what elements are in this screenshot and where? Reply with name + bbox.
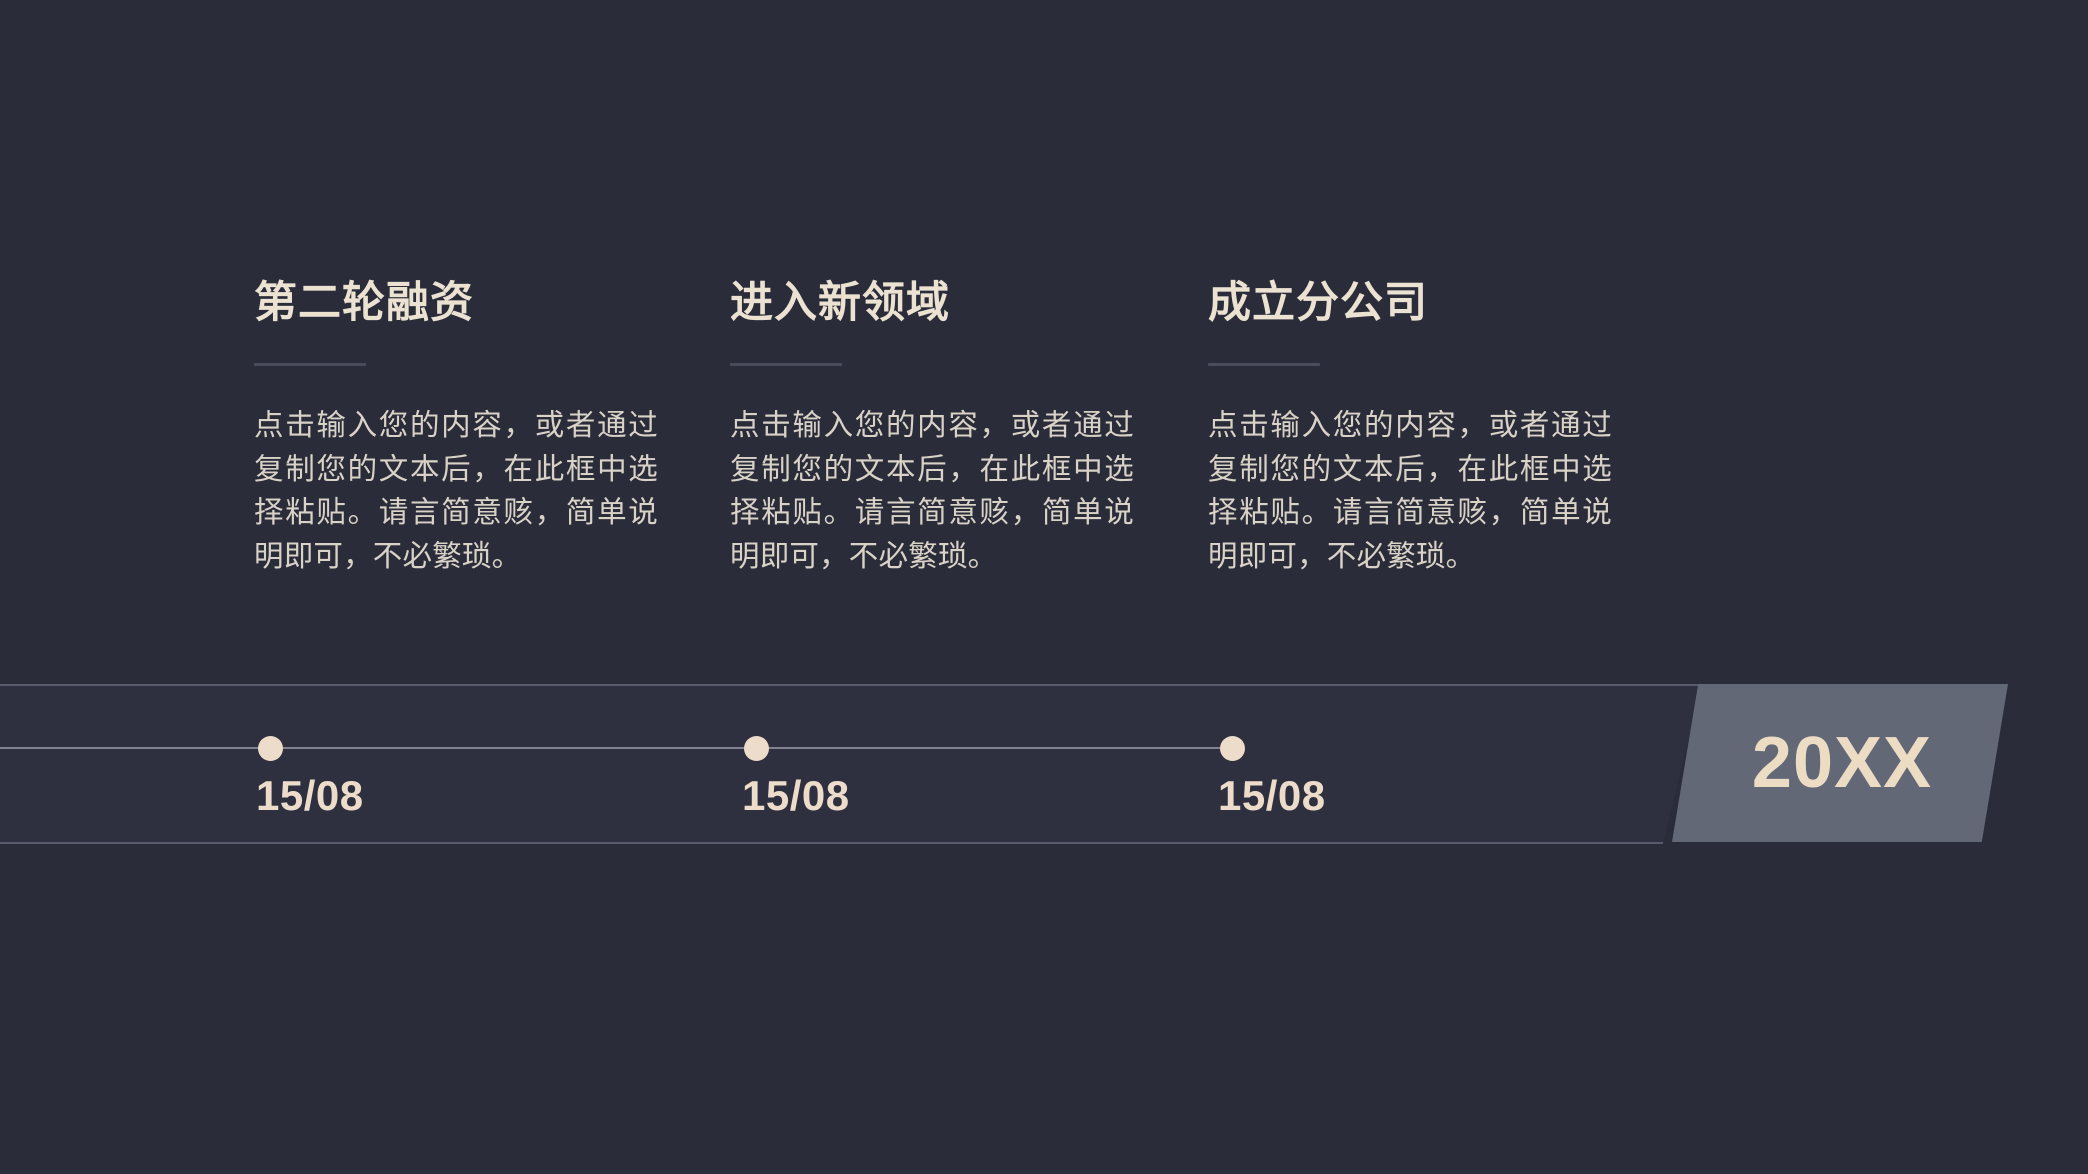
column-title-1: 第二轮融资 [254, 279, 474, 327]
column-body-2: 点击输入您的内容，或者通过复制您的文本后，在此框中选择粘贴。请言简意赅，简单说明… [730, 409, 1134, 573]
timeline-axis-line [0, 747, 1232, 749]
timeline-band-shape [0, 684, 1702, 844]
column-title-2: 进入新领域 [730, 279, 950, 327]
content-column-1: 第二轮融资 点击输入您的内容，或者通过复制您的文本后，在此框中选择粘贴。请言简意… [254, 282, 694, 579]
column-divider-1 [254, 363, 366, 366]
column-body-3: 点击输入您的内容，或者通过复制您的文本后，在此框中选择粘贴。请言简意赅，简单说明… [1208, 409, 1612, 573]
year-badge: 20XX [1672, 684, 2008, 842]
timeline-date-1: 15/08 [256, 772, 364, 819]
timeline-date-2: 15/08 [742, 772, 850, 819]
content-columns: 第二轮融资 点击输入您的内容，或者通过复制您的文本后，在此框中选择粘贴。请言简意… [254, 282, 1648, 579]
content-column-2: 进入新领域 点击输入您的内容，或者通过复制您的文本后，在此框中选择粘贴。请言简意… [730, 282, 1170, 579]
timeline-dot-icon-3 [1220, 736, 1245, 761]
column-body-1: 点击输入您的内容，或者通过复制您的文本后，在此框中选择粘贴。请言简意赅，简单说明… [254, 409, 658, 573]
timeline-band: 15/08 15/08 15/08 20XX [0, 684, 2088, 846]
timeline-dot-icon-2 [744, 736, 769, 761]
column-divider-3 [1208, 363, 1320, 366]
content-column-3: 成立分公司 点击输入您的内容，或者通过复制您的文本后，在此框中选择粘贴。请言简意… [1208, 282, 1648, 579]
column-title-3: 成立分公司 [1208, 279, 1428, 327]
timeline-dot-icon-1 [258, 736, 283, 761]
column-divider-2 [730, 363, 842, 366]
year-badge-label: 20XX [1751, 723, 1933, 803]
timeline-date-3: 15/08 [1218, 772, 1326, 819]
